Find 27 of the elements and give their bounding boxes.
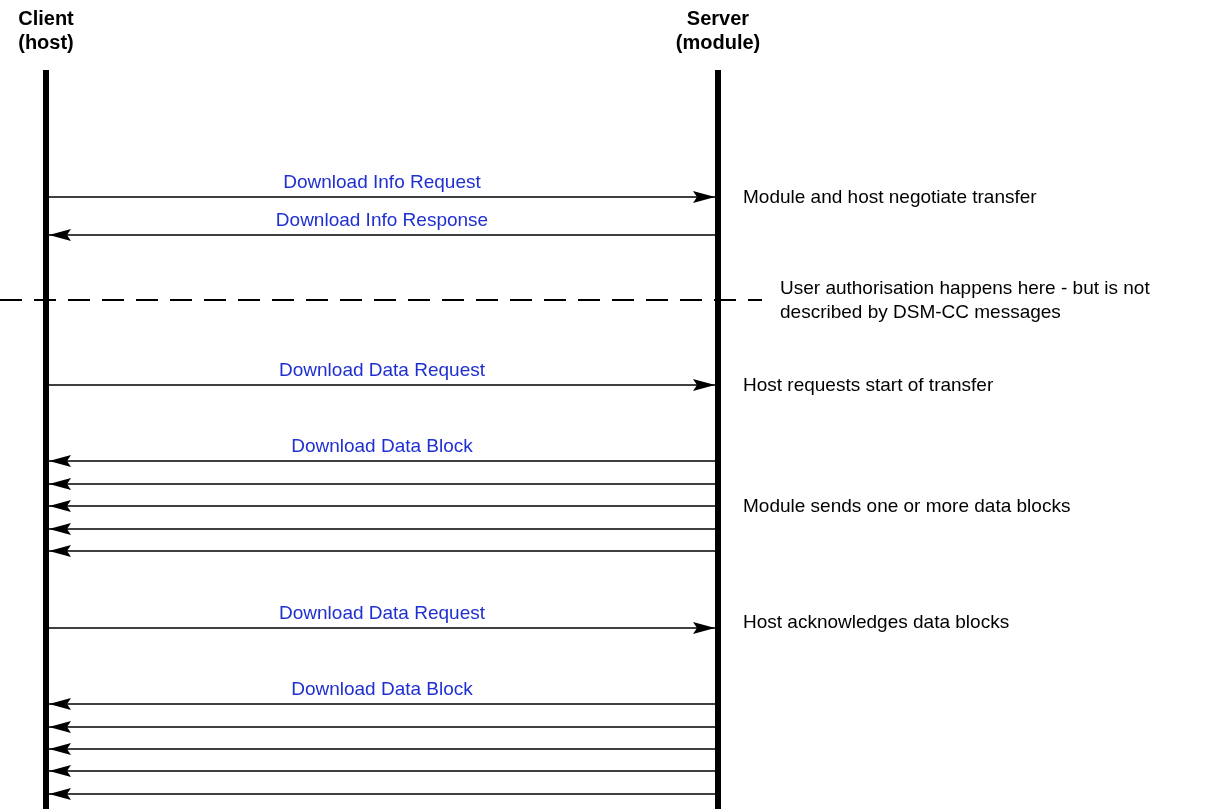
message-arrow — [48, 191, 716, 203]
message-arrow — [48, 721, 716, 733]
note-text: Module sends one or more data blocks — [743, 494, 1072, 518]
participant-label: Client (host) — [17, 6, 75, 54]
note-text: Host requests start of transfer — [743, 373, 995, 397]
message-arrow — [48, 788, 716, 800]
edge-label: Download Data Block — [291, 678, 473, 700]
note-text: Module and host negotiate transfer — [743, 185, 1038, 209]
message-arrow — [48, 379, 716, 391]
message-arrow — [48, 455, 716, 467]
message-arrow — [48, 698, 716, 710]
edge-label: Download Data Block — [291, 435, 473, 457]
edge-label: Download Info Response — [275, 209, 489, 231]
note-text: Host acknowledges data blocks — [743, 610, 1011, 634]
message-arrow — [48, 523, 716, 535]
edge-label: Download Data Request — [279, 359, 485, 381]
message-arrow — [48, 765, 716, 777]
edge-label: Download Info Request — [283, 171, 481, 193]
message-arrow — [48, 229, 716, 241]
note-text: User authorisation happens here - but is not described by DSM-CC messages — [780, 276, 1151, 324]
edge-label: Download Data Request — [279, 602, 485, 624]
message-arrow — [48, 545, 716, 557]
participant-label: Server (module) — [674, 6, 762, 54]
message-arrow — [48, 743, 716, 755]
message-arrow — [48, 478, 716, 490]
message-arrow — [48, 500, 716, 512]
message-arrow — [48, 622, 716, 634]
